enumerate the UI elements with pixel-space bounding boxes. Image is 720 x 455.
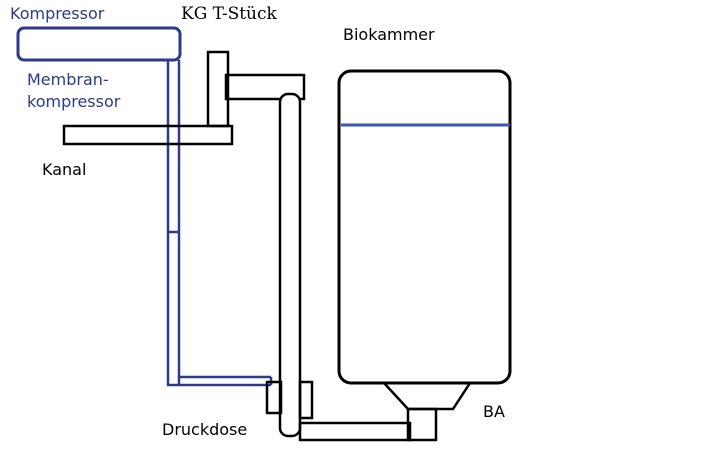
- label-membran-line2: kompressor: [27, 92, 121, 111]
- biokammer-tank: [337, 69, 512, 385]
- kanal-pipe: [62, 124, 234, 146]
- label-biokammer: Biokammer: [343, 25, 435, 44]
- tank-funnel: [383, 382, 472, 411]
- t-piece-horizontal: [224, 73, 306, 101]
- pressure-box-left: [265, 380, 283, 415]
- label-kg-t-stueck: KG T-Stück: [181, 4, 277, 24]
- label-druckdose: Druckdose: [162, 420, 248, 439]
- outlet-pipe: [298, 421, 412, 442]
- label-kanal: Kanal: [42, 160, 87, 179]
- label-kompressor: Kompressor: [10, 4, 105, 23]
- compressor-body: [16, 26, 182, 62]
- label-ba: BA: [483, 402, 505, 421]
- label-membran-line1: Membran-: [27, 70, 109, 89]
- t-piece-vertical: [206, 50, 230, 128]
- pressure-box-right: [298, 380, 314, 420]
- ba-outlet-box: [406, 407, 438, 442]
- riser-pipe: [278, 92, 302, 438]
- air-line: [166, 60, 273, 387]
